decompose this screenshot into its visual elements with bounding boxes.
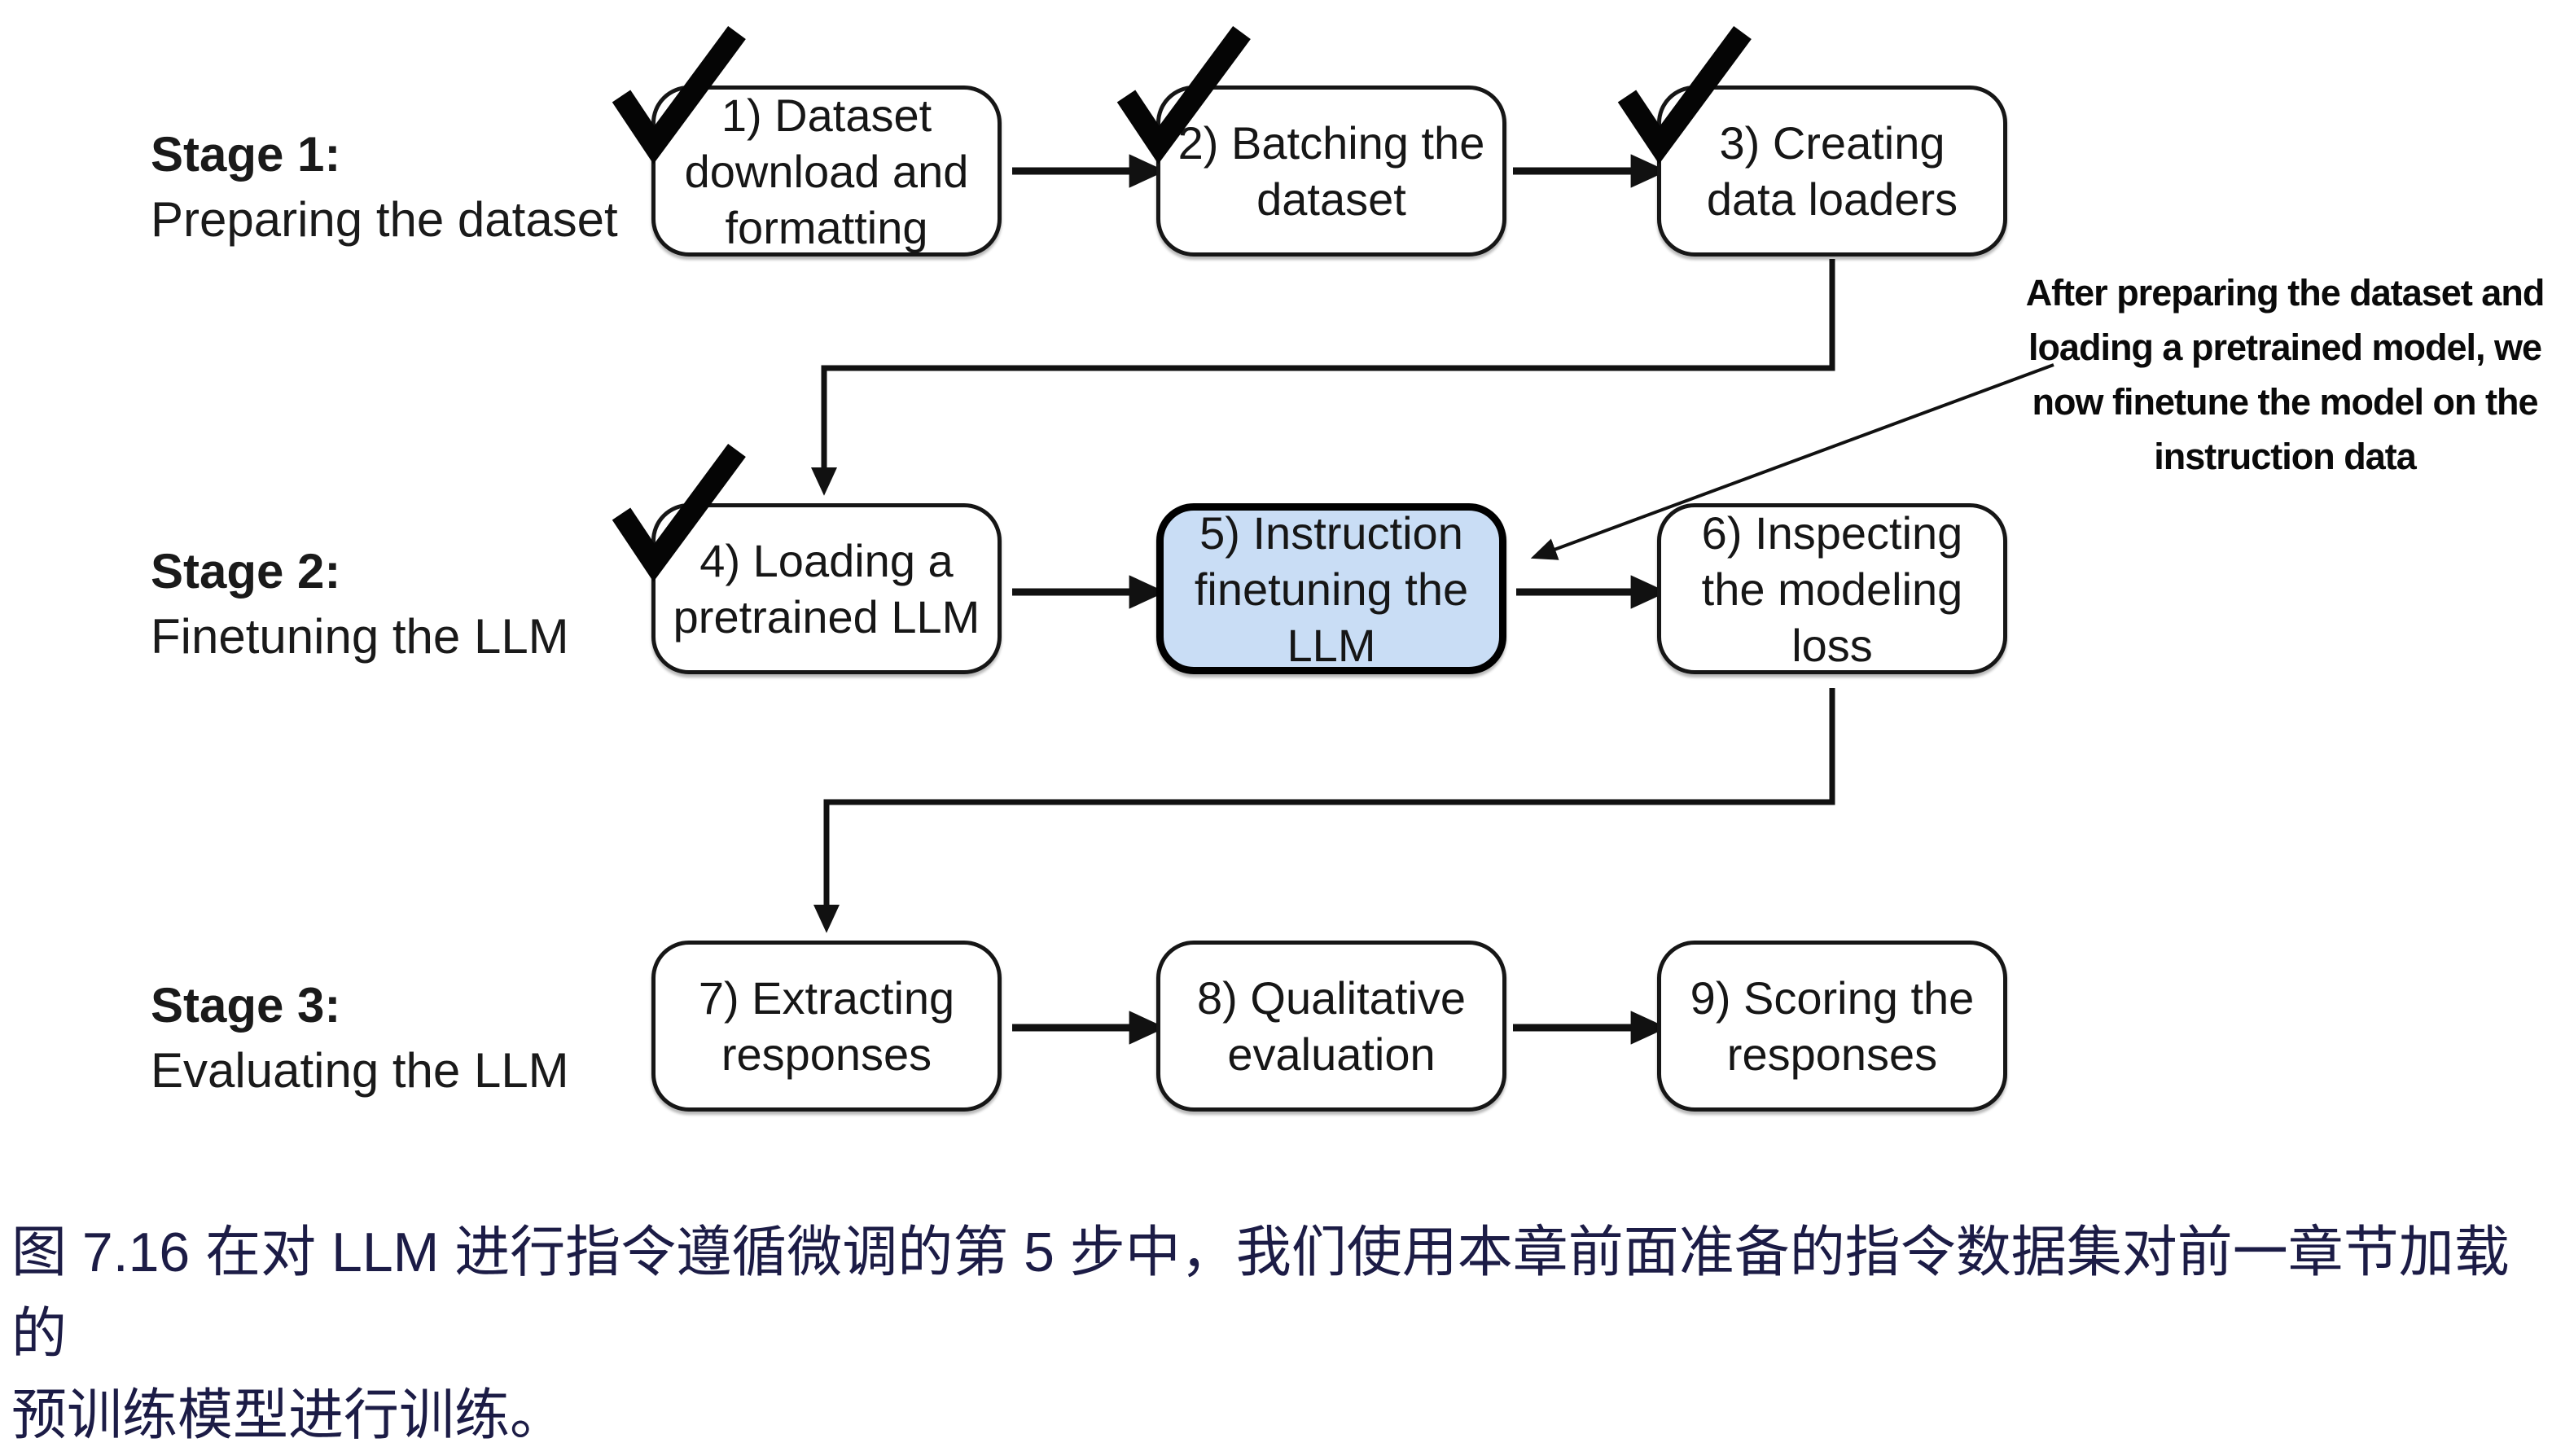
stage-1-title: Stage 1: [151,127,341,182]
annotation-pointer-arrow [1530,363,2054,560]
flow-box-1-label: 1) Dataset download and formatting [684,89,969,253]
flow-box-9-label: 9) Scoring the responses [1690,972,1975,1080]
flow-box-5-label: 5) Instruction finetuning the LLM [1194,507,1469,671]
checkmark-icon [1617,25,1752,164]
checkmark-icon [612,25,746,164]
annotation-note: After preparing the dataset and loading … [2025,272,2545,477]
flow-box-2-label: 2) Batching the dataset [1177,117,1485,225]
flow-box-6-label: 6) Inspecting the modeling loss [1701,507,1963,671]
stage-2-title: Stage 2: [151,544,341,599]
flow-box-9-scoring-responses: 9) Scoring the responses [1657,941,2007,1112]
stage-1-subtitle: Preparing the dataset [151,192,618,247]
flow-box-6-inspecting-loss: 6) Inspecting the modeling loss [1657,503,2007,674]
stage-2-subtitle: Finetuning the LLM [151,609,569,664]
flow-box-8-label: 8) Qualitative evaluation [1197,972,1466,1080]
flow-box-5-instruction-finetuning: 5) Instruction finetuning the LLM [1156,503,1506,674]
stage-2-label: Stage 2: Finetuning the LLM [151,539,569,669]
stage-3-subtitle: Evaluating the LLM [151,1043,569,1098]
flow-box-4-loading-pretrained: 4) Loading a pretrained LLM [612,443,1002,674]
flow-box-7-extracting-responses: 7) Extracting responses [651,941,1002,1112]
checkmark-icon [1116,25,1251,164]
flow-box-2-batching: 2) Batching the dataset [1116,25,1506,257]
flow-box-1-dataset-download: 1) Dataset download and formatting [612,25,1002,257]
checkmark-icon [612,443,746,582]
arrow-box3-box4 [810,259,1835,496]
flow-box-4-label: 4) Loading a pretrained LLM [673,535,980,642]
flow-box-8-qualitative-evaluation: 8) Qualitative evaluation [1156,941,1506,1112]
connector-arrows [810,154,2054,1045]
flow-box-3-data-loaders: 3) Creating data loaders [1617,25,2007,257]
stage-3-label: Stage 3: Evaluating the LLM [151,973,569,1103]
figure-caption: 图 7.16 在对 LLM 进行指令遵循微调的第 5 步中，我们使用本章前面准备… [11,1221,2510,1446]
figure-canvas: Stage 1: Preparing the dataset Stage 2: … [11,25,2545,1446]
arrow-box6-box7 [813,688,1835,933]
stage-1-label: Stage 1: Preparing the dataset [151,122,618,252]
stage-3-title: Stage 3: [151,978,341,1033]
flow-box-3-label: 3) Creating data loaders [1706,117,1958,225]
flow-box-7-label: 7) Extracting responses [698,972,955,1080]
